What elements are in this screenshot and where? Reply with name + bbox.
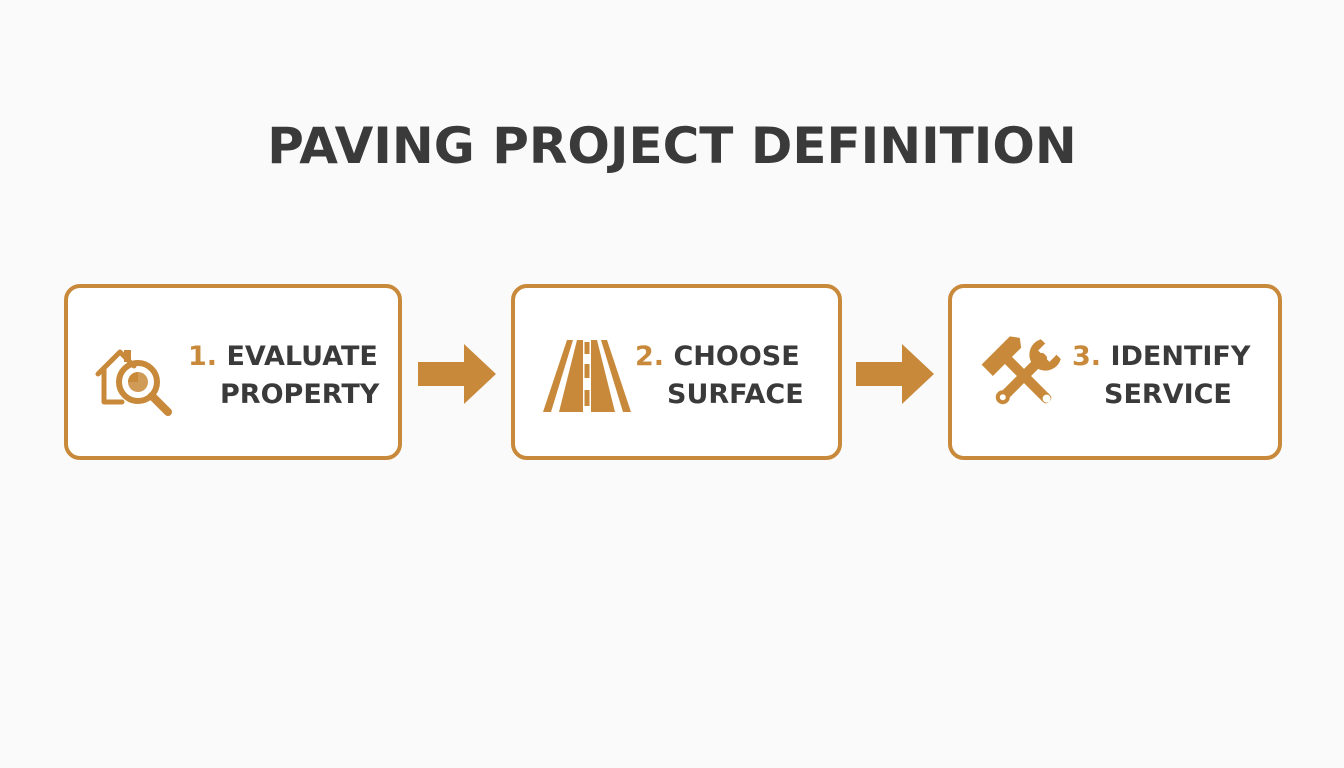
wrench-hammer-icon (976, 332, 1072, 420)
step-2-box: 2. CHOOSE SURFACE (511, 284, 842, 460)
step-1-line2: PROPERTY (220, 379, 380, 410)
house-magnifier-icon (90, 332, 186, 420)
step-2-label: 2. CHOOSE SURFACE (635, 338, 835, 414)
step-1-box: 1. EVALUATE PROPERTY (64, 284, 402, 460)
step-3-line2: SERVICE (1104, 379, 1232, 410)
step-1-number: 1. (188, 341, 218, 372)
step-3-label: 3. IDENTIFY SERVICE (1072, 338, 1272, 414)
diagram-title: PAVING PROJECT DEFINITION (267, 117, 1077, 175)
right-arrow-icon (418, 342, 498, 406)
step-2-line1: CHOOSE (673, 341, 800, 372)
step-2-line2: SURFACE (667, 379, 804, 410)
step-3-number: 3. (1072, 341, 1102, 372)
right-arrow-icon (856, 342, 936, 406)
step-3-line1: IDENTIFY (1110, 341, 1251, 372)
step-2-number: 2. (635, 341, 665, 372)
road-icon (539, 332, 635, 420)
step-1-line1: EVALUATE (226, 341, 378, 372)
step-1-label: 1. EVALUATE PROPERTY (188, 338, 398, 414)
step-3-box: 3. IDENTIFY SERVICE (948, 284, 1282, 460)
